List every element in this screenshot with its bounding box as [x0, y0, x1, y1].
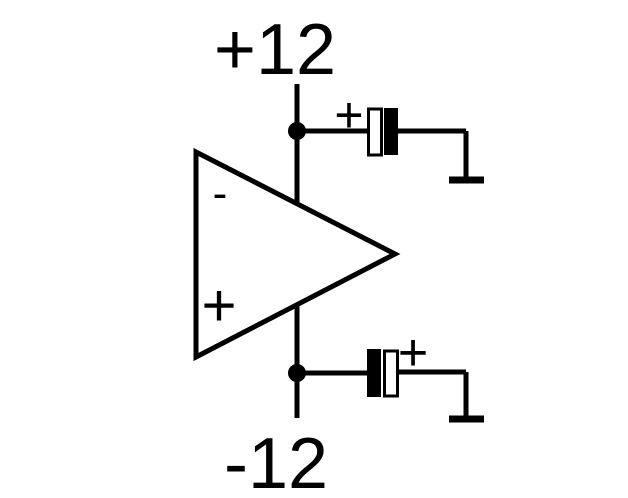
positive-rail-label: +12	[214, 10, 336, 90]
negative-rail-label: -12	[224, 424, 328, 498]
opamp-triangle	[193, 147, 401, 362]
bottom-cap-positive-plate	[383, 349, 399, 398]
opamp-inverting-input-label: -	[213, 169, 228, 218]
bottom-cap-negative-plate	[367, 349, 381, 397]
top-cap-negative-plate	[384, 108, 398, 155]
top-cap-positive-plate	[367, 107, 383, 157]
opamp-noninverting-input-label: +	[201, 272, 236, 339]
top-cap-polarity-label: +	[334, 87, 363, 143]
